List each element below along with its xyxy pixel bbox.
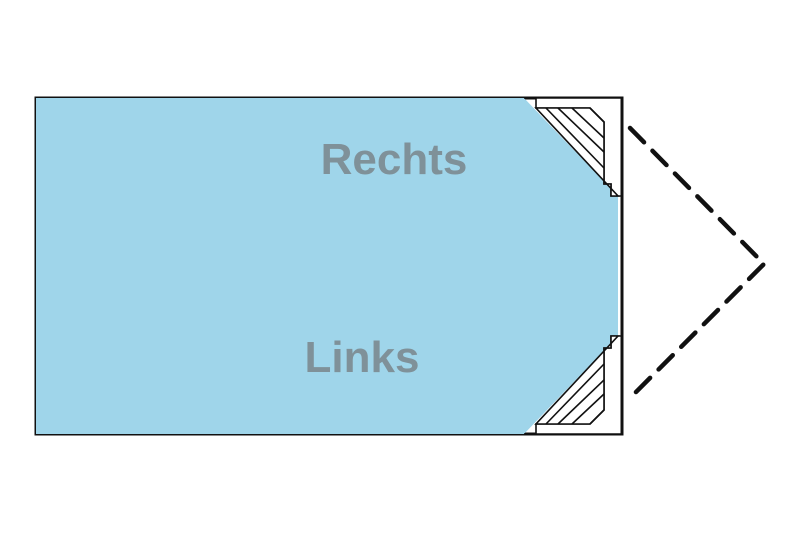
label-rechts: Rechts [321,135,468,184]
label-links: Links [305,333,420,382]
dashed-extension [627,125,767,401]
corner-steps-top [524,97,623,197]
pool-surface [36,98,618,434]
